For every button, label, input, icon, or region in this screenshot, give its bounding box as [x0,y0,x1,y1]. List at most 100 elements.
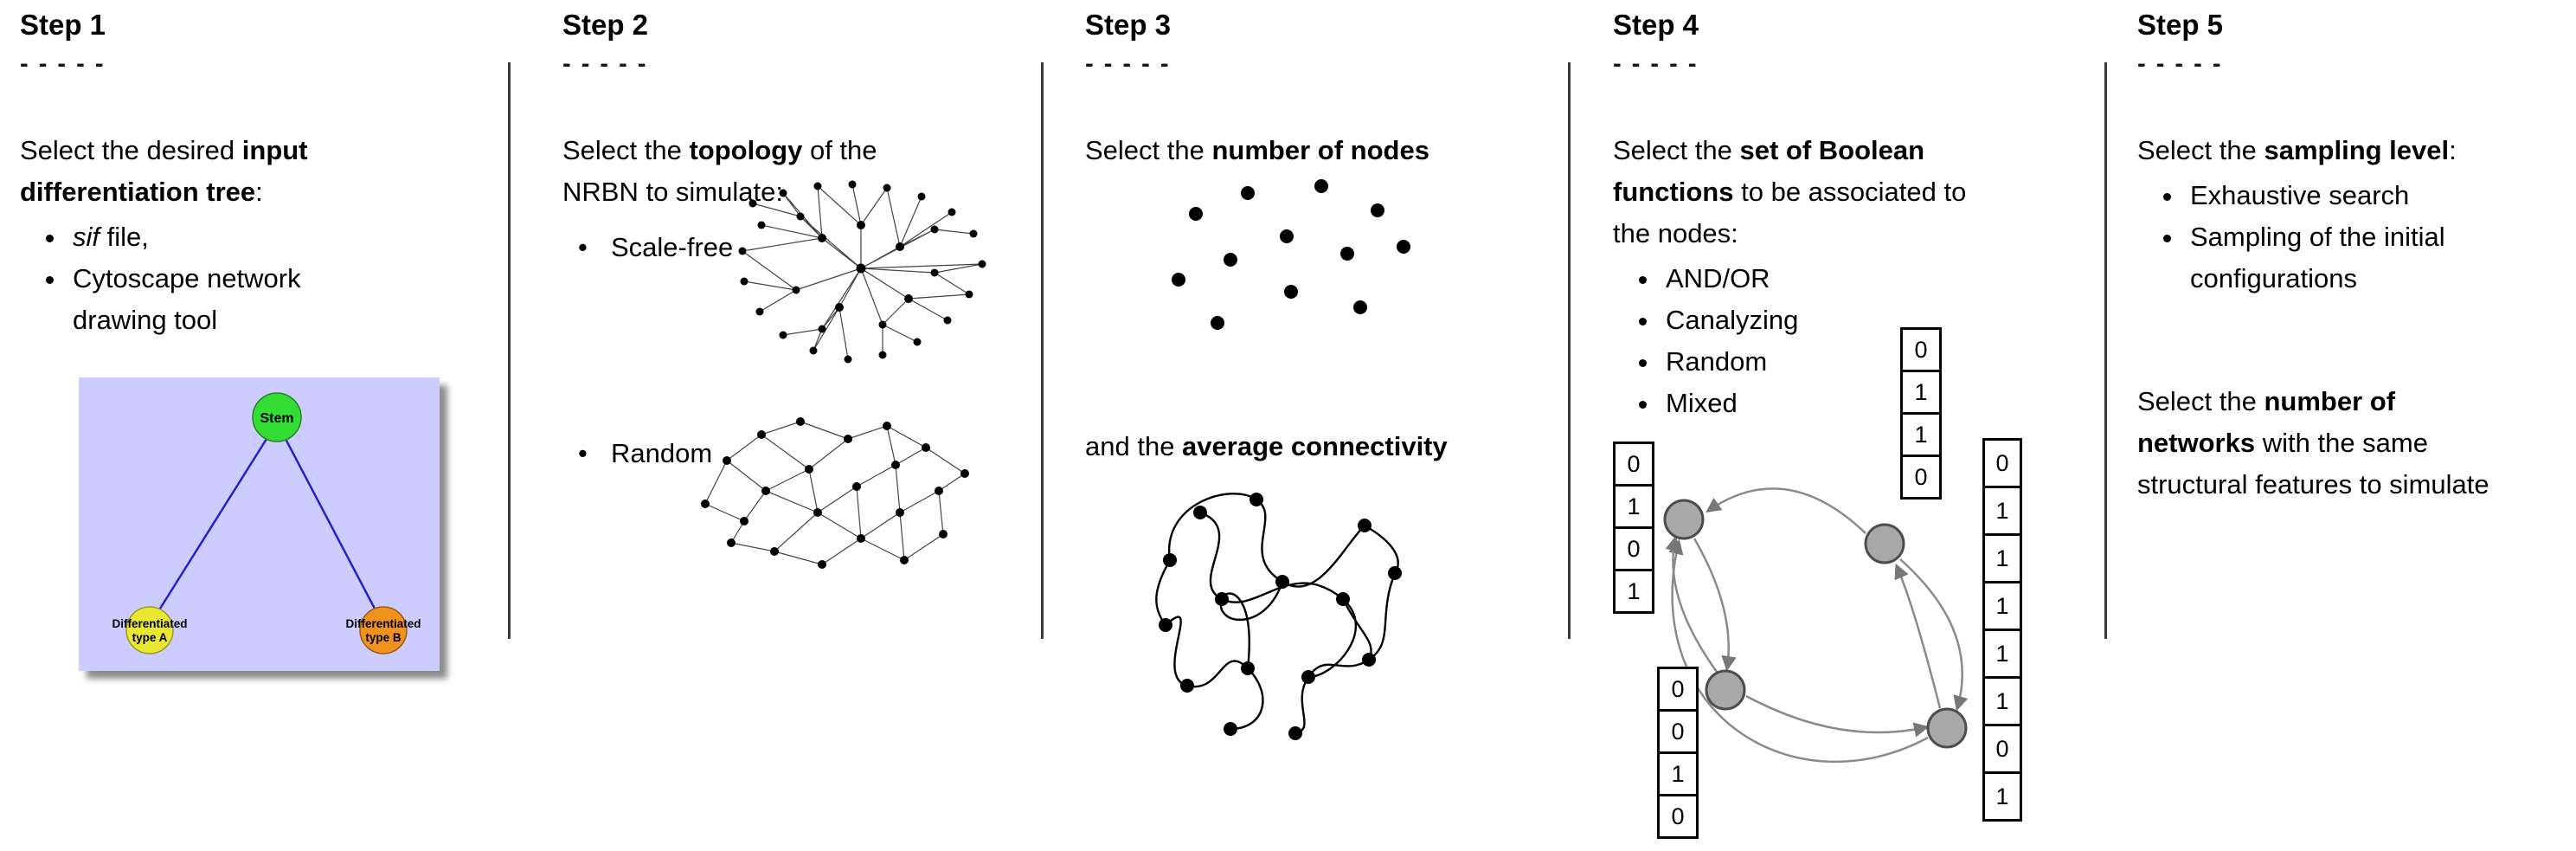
text-segment: Scale-free [611,232,734,262]
text-segment: Select the [2137,135,2264,165]
tree-edges [148,422,385,626]
boolean-node [1663,499,1705,540]
step-5-intro: Select the sampling level: [2137,130,2457,171]
text-line: Select the sampling level: [2137,130,2457,171]
text-segment: to be associated to [1733,177,1967,207]
text-segment: set of Boolean [1739,135,1925,165]
text-line: Select the number of [2137,381,2489,422]
text-segment: sampling level [2264,135,2450,165]
text-line: structural features to simulate [2137,464,2489,506]
truth-table-cell: 1 [1900,370,1942,415]
text-segment: Exhaustive search [2190,180,2410,210]
step-2-title: Step 2 [562,9,649,41]
text-segment: Mixed [1666,388,1738,418]
step-5-column: Step 5 - - - - - Select the sampling lev… [2137,0,2574,851]
network-edges [742,184,983,360]
text-segment: Select the [2137,386,2264,416]
truth-table-cell: 0 [1657,667,1699,712]
step-4-intro: Select the set of Boolean functions to b… [1613,130,1966,255]
step-5-networks-text: Select the number of networks with the s… [2137,381,2489,506]
truth-table-left: 0 1 0 1 [1613,442,1654,614]
text-segment: : [255,177,263,207]
text-segment: Canalyzing [1666,305,1799,335]
text-segment: Select the [1085,135,1212,165]
dash-separator: - - - - - [2137,50,2223,78]
network-nodes [738,180,986,364]
step-1-intro: Select the desired input differentiation… [20,130,308,213]
step-3-connectivity-text: and the average connectivity [1085,426,1448,467]
text-line: Select the number of nodes [1085,130,1429,171]
text-segment: average connectivity [1182,431,1448,461]
step-3-title: Step 3 [1085,9,1172,41]
text-segment: file, [100,222,149,252]
boolean-node [1926,707,1968,749]
differentiation-tree-graphic: Stem Differentiated type A Differentiate… [79,377,440,671]
text-segment: Select the [1613,135,1740,165]
step-3-column: Step 3 - - - - - Select the number of no… [1085,0,1565,851]
step-2-intro: Select the topology of the NRBN to simul… [562,130,877,213]
scattered-nodes-graphic [1172,179,1410,330]
bullet-random: Random [578,433,712,474]
text-segment: number of nodes [1211,135,1429,165]
type-a-label-line1: Differentiated [112,617,187,630]
boolean-network-svg [1663,487,1969,764]
column-divider [508,62,511,639]
step-1-title: Step 1 [20,9,106,41]
dash-separator: - - - - - [1613,50,1699,78]
truth-table-cell: 0 [1613,526,1654,571]
bullet-item: Cytoscape network drawing tool [67,258,340,341]
boolean-network-diagram: 0 1 1 0 0 1 0 1 0 0 1 0 0 1 1 1 1 1 0 1 [1613,312,2097,851]
step-4-column: Step 4 - - - - - Select the set of Boole… [1613,0,2097,851]
network-edges [704,421,966,565]
differentiation-tree-svg: Stem Differentiated type A Differentiate… [79,377,440,671]
text-segment: Cytoscape network drawing tool [73,263,301,335]
step-4-options: AND/OR Canalyzing Random Mixed [1613,258,1976,424]
truth-table-cell: 1 [1900,412,1942,457]
text-line: and the average connectivity [1085,426,1448,467]
text-segment: Random [611,438,713,468]
text-segment: input [241,135,308,165]
bullet-scale-free: Scale-free [578,227,733,268]
text-segment: and the [1085,431,1183,461]
truth-table-cell: 0 [1613,442,1654,487]
boolean-network-arrows [1665,487,1969,764]
truth-table-cell: 1 [1982,676,2022,726]
text-segment: with the same [2255,428,2428,458]
text-line: Select the desired input [20,130,308,171]
boolean-network-nodes [1663,499,1968,749]
step-5-title: Step 5 [2137,9,2224,41]
truth-table-cell: 0 [1657,794,1699,839]
type-a-label-line2: type A [132,631,168,644]
connected-network-graphic [1155,493,1402,740]
truth-table-cell: 1 [1982,581,2022,631]
stem-label: Stem [260,411,293,426]
step-2-column: Step 2 - - - - - Select the topology of … [562,0,1034,851]
bullet-item: Mixed [1661,383,1976,424]
boolean-node [1864,523,1905,564]
step-1-column: Step 1 - - - - - Select the desired inpu… [20,0,491,851]
network-nodes [701,417,969,569]
truth-table-cell: 0 [1982,438,2022,488]
text-segment: topology [689,135,803,165]
text-segment: Sampling of the initial configurations [2190,222,2445,293]
network-nodes [1172,179,1410,330]
truth-table-cell: 1 [1613,484,1654,529]
stem-node [252,392,302,442]
text-segment: Select the [562,135,690,165]
truth-table-cell: 1 [1613,569,1654,614]
text-segment: Select the desired [20,135,242,165]
type-a-node [125,606,174,654]
type-b-label-line2: type B [365,631,401,644]
network-nodes [1159,493,1402,740]
bullet-item: Sampling of the initial configurations [2185,216,2518,300]
text-segment: of the [802,135,877,165]
text-segment: NRBN to simulate: [562,177,783,207]
text-segment: functions [1613,177,1734,207]
text-segment: : [2449,135,2457,165]
truth-table-top: 0 1 1 0 [1900,327,1942,500]
truth-table-cell: 0 [1900,327,1942,372]
step-4-title: Step 4 [1613,9,1699,41]
truth-table-cell: 1 [1657,751,1699,796]
bullet-item: AND/OR [1661,258,1976,300]
truth-table-bottom-left: 0 0 1 0 [1657,667,1699,839]
